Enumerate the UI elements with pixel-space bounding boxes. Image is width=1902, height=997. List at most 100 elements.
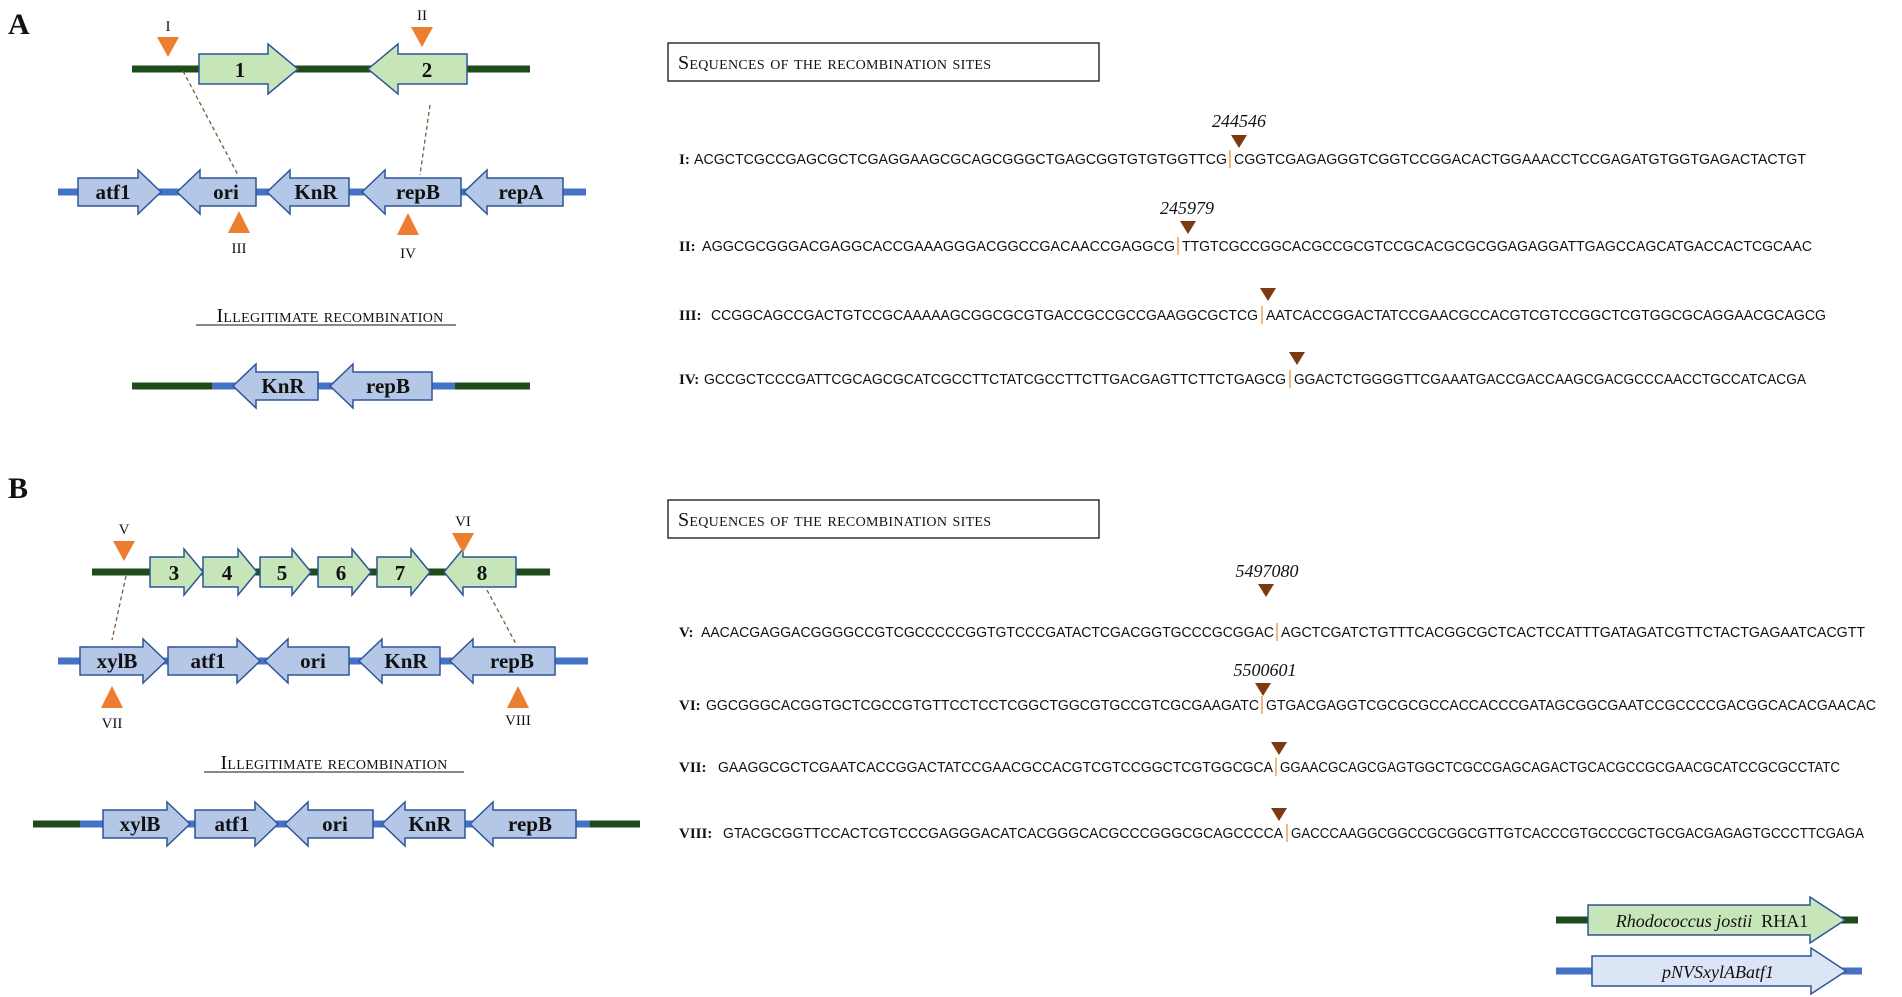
product-gene-repb-arrow-a: repB [328, 362, 433, 410]
marker-i-label: I [166, 19, 171, 35]
site-v-left-sequence: AACACGAGGACGGGGCCGTCGCCCCCGGTGTCCCGATACT… [701, 625, 1274, 641]
marker-viii: VIII [505, 686, 531, 729]
site-iii-label: III: [679, 308, 702, 324]
site-v-label: V: [679, 625, 693, 641]
marker-vi: VI [452, 514, 474, 553]
marker-ii-label: II [417, 8, 427, 24]
marker-vi-label: VI [455, 514, 471, 530]
product-gene-repb-arrow-b: repB [468, 800, 577, 848]
host-gene-6-label: 6 [336, 561, 347, 585]
plasmid-gene-repa-arrow: repA [462, 168, 564, 216]
sequences-title-box-a [667, 42, 1100, 82]
plasmid-gene-atf1-arrow: atf1 [77, 168, 163, 216]
plasmid-gene-repa-label: repA [498, 180, 544, 204]
site-viii-label: VIII: [679, 826, 712, 842]
host-gene-2-arrow: 2 [366, 42, 468, 96]
sequences-title-a: Sequences of the recombination sites [678, 52, 991, 74]
plasmid-gene-xylb-label-b: xylB [97, 649, 138, 673]
product-gene-xylb-label-b: xylB [120, 812, 161, 836]
site-v-cut-marker [1258, 584, 1274, 597]
plasmid-gene-repb-arrow: repB [360, 168, 462, 216]
link-line-ii-iv [419, 104, 431, 176]
product-gene-repb-label-a: repB [366, 374, 410, 398]
product-gene-ori-arrow-b: ori [283, 800, 374, 848]
site-ii-cut-marker [1180, 221, 1196, 234]
legend-plasmid-entry: pNVSxylABatf1 [1556, 946, 1862, 996]
marker-iv: IV [397, 213, 419, 262]
plasmid-gene-knr-arrow-b: KnR [357, 637, 441, 685]
plasmid-gene-repb-label-b: repB [490, 649, 534, 673]
product-gene-repb-label-b: repB [508, 812, 552, 836]
site-iv-right-sequence: GGACTCTGGGGTTCGAAATGACCGACCAAGCGACGCCCAA… [1294, 372, 1806, 388]
site-i-right-sequence: CGGTCGAGAGGGTCGGTCCGGACACTGGAAACCTCCGAGA… [1234, 152, 1806, 168]
host-gene-5-arrow: 5 [259, 546, 312, 598]
site-ii-left-sequence: AGGCGCGGGACGAGGCACCGAAAGGGACGGCCGACAACCG… [702, 239, 1175, 255]
site-v-position: 5497080 [1236, 561, 1299, 581]
site-vii-label: VII: [679, 760, 707, 776]
site-vii-left-sequence: GAAGGCGCTCGAATCACCGGACTATCCGAACGCCACGTCG… [718, 760, 1273, 776]
site-viii-cut-marker [1271, 808, 1287, 821]
site-iv-left-sequence: GCCGCTCCCGATTCGCAGCGCATCGCCTTCTATCGCCTTC… [704, 372, 1286, 388]
host-gene-2-label: 2 [422, 58, 433, 82]
plasmid-gene-ori-arrow: ori [175, 168, 257, 216]
legend-plasmid-arrow [1591, 946, 1848, 996]
host-gene-8-label: 8 [477, 561, 488, 585]
site-viii-left-sequence: GTACGCGGTTCCACTCGTCCCGAGGGACATCACGGGCACG… [723, 826, 1283, 842]
product-gene-atf1-arrow-b: atf1 [194, 800, 280, 848]
site-vi-right-sequence: GTGACGAGGTCGCGCGCCACCACCCGATAGCGGCGAATCC… [1266, 698, 1876, 714]
plasmid-gene-ori-label: ori [213, 180, 239, 204]
site-vi-position: 5500601 [1234, 660, 1297, 680]
product-gene-knr-label-b: KnR [408, 812, 452, 836]
plasmid-gene-atf1-arrow-b: atf1 [167, 637, 262, 685]
host-gene-5-label: 5 [277, 561, 288, 585]
marker-iii-label: III [232, 241, 247, 257]
site-vi-cut-marker [1255, 683, 1271, 696]
site-iii-cut-marker [1260, 288, 1276, 301]
sequences-title-b: Sequences of the recombination sites [678, 509, 991, 531]
marker-iv-label: IV [400, 246, 416, 262]
plasmid-gene-ori-label-b: ori [300, 649, 326, 673]
legend-host-organism: Rhodococcus jostii [1615, 911, 1752, 931]
host-gene-7-arrow: 7 [376, 546, 431, 598]
product-gene-knr-arrow-b: KnR [380, 800, 466, 848]
plasmid-gene-knr-label: KnR [294, 180, 338, 204]
marker-vii-label: VII [102, 716, 123, 732]
site-vi-label: VI: [679, 698, 701, 714]
host-gene-1-label: 1 [235, 58, 246, 82]
site-i-left-sequence: ACGCTCGCCGAGCGCTCGAGGAAGCGCAGCGGGCTGAGCG… [694, 152, 1227, 168]
site-vii-cut-marker [1271, 742, 1287, 755]
host-gene-4-arrow: 4 [202, 546, 258, 598]
plasmid-gene-repb-arrow-b: repB [448, 637, 556, 685]
plasmid-gene-atf1-label-b: atf1 [191, 649, 226, 673]
legend-host-strain: RHA1 [1761, 911, 1808, 931]
marker-i: I [157, 19, 179, 57]
product-gene-ori-label-b: ori [322, 812, 348, 836]
site-iii-right-sequence: AATCACCGGACTATCCGAACGCCACGTCGTCCGGCTCGTG… [1266, 308, 1826, 324]
panel-label-a: A [8, 8, 30, 41]
host-gene-7-label: 7 [395, 561, 406, 585]
plasmid-gene-ori-arrow-b: ori [263, 637, 350, 685]
marker-ii: II [411, 8, 433, 47]
link-line-v-vii [111, 575, 127, 641]
site-vii-right-sequence: GGAACGCAGCGAGTGGCTCGCCGAGCAGACTGCACGCCGC… [1280, 760, 1840, 776]
legend-host-arrow [1587, 895, 1847, 945]
link-line-i-iii [182, 70, 239, 176]
site-vi-left-sequence: GGCGGGCACGGTGCTCGCCGTGTTCCTCCTCGGCTGGCGT… [706, 698, 1259, 714]
product-gene-atf1-label-b: atf1 [215, 812, 250, 836]
sequences-title-box-b [667, 499, 1100, 539]
legend-plasmid-name: pNVSxylABatf1 [1660, 962, 1774, 982]
site-viii-right-sequence: GACCCAAGGCGGCCGCGGCGTTGTCACCCGTGCCCGCTGC… [1291, 826, 1864, 842]
host-gene-8-arrow: 8 [443, 546, 517, 598]
recombination-title-b: Illegitimate recombination [220, 752, 447, 774]
recombination-title-a: Illegitimate recombination [216, 305, 443, 327]
site-ii-right-sequence: TTGTCGCCGGCACGCCGCGTCCGCACGCGCGGAGAGGATT… [1182, 239, 1812, 255]
host-gene-1-arrow: 1 [198, 42, 300, 96]
plasmid-gene-knr-label-b: KnR [384, 649, 428, 673]
host-gene-3-label: 3 [169, 561, 180, 585]
legend-host-entry: Rhodococcus jostii RHA1 [1556, 895, 1858, 945]
product-gene-xylb-arrow-b: xylB [102, 800, 192, 848]
panel-label-b: B [8, 472, 28, 505]
legend-host-text: Rhodococcus jostii RHA1 [1615, 911, 1809, 931]
product-gene-knr-label-a: KnR [261, 374, 305, 398]
site-iii-left-sequence: CCGGCAGCCGACTGTCCGCAAAAAGCGGCGCGTGACCGCC… [711, 308, 1258, 324]
